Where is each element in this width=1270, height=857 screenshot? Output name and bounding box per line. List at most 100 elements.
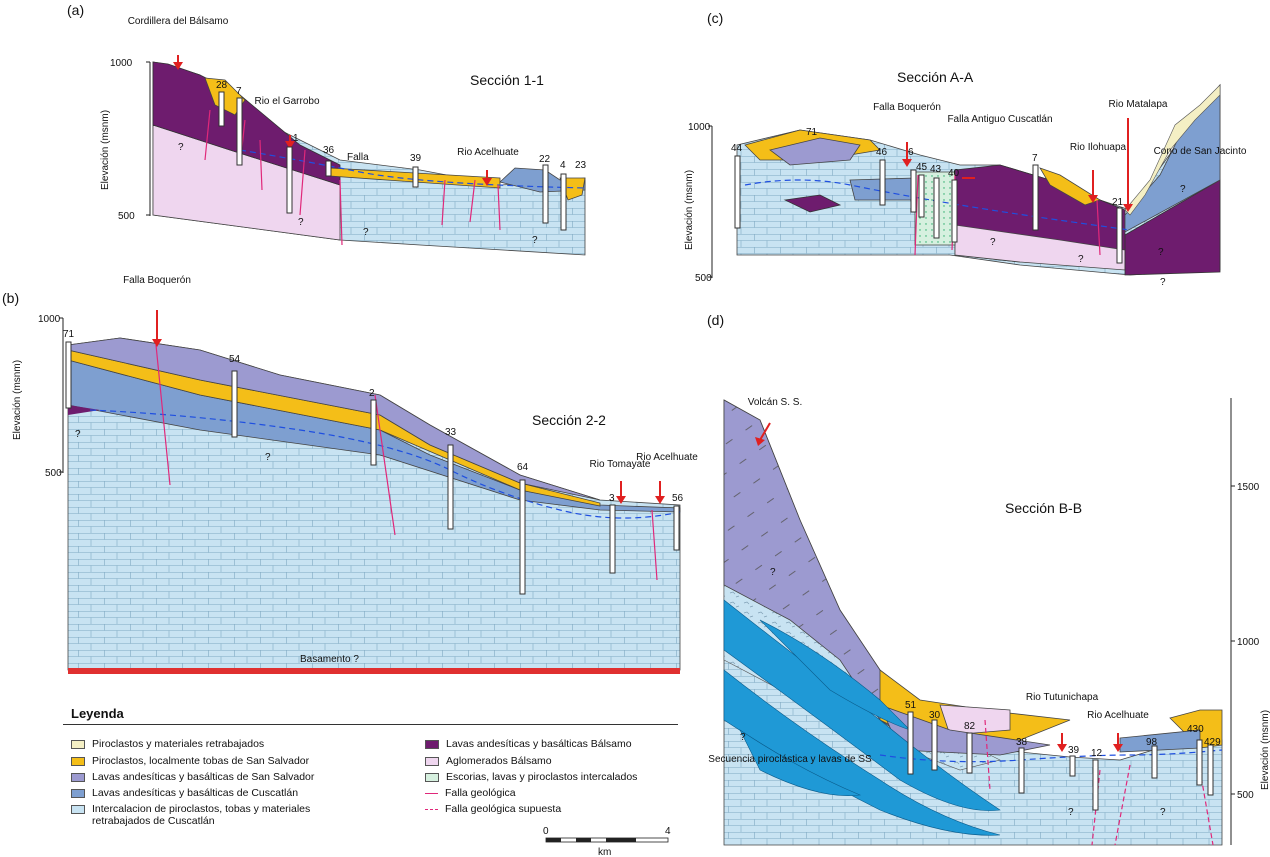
well-c-71: 71	[806, 127, 818, 138]
legend-divider	[63, 724, 678, 725]
legend-label: Escorias, lavas y piroclastos intercalad…	[446, 771, 638, 783]
a-question-4: ?	[532, 235, 538, 246]
well-a-36: 36	[323, 145, 335, 156]
a-tick-500: 500	[118, 211, 135, 222]
legend-item-lavas-cuscatlan: Lavas andesíticas y basálticas de Cuscat…	[71, 787, 298, 799]
well-d-38: 38	[1016, 737, 1028, 748]
c-ilohuapa-label: Rio Ilohuapa	[1070, 142, 1127, 153]
d-question-2: ?	[740, 732, 746, 743]
c-question-4: ?	[1180, 184, 1186, 195]
section-a-a: (c) 1000 500 Elevación (msnm) Sección A-…	[684, 10, 1247, 288]
b-basamento-label: Basamento ?	[300, 654, 359, 665]
d-question-3: ?	[1068, 807, 1074, 818]
legend-label: Lavas andesíticas y basálticas de Cuscat…	[92, 787, 299, 799]
scale-zero: 0	[543, 826, 549, 837]
well-d-430: 430	[1187, 724, 1204, 735]
legend-item-piroclastos-tobas: Piroclastos, localmente tobas de San Sal…	[71, 755, 309, 767]
well-c-46: 46	[876, 147, 888, 158]
c-question-5: ?	[1158, 247, 1164, 258]
legend-label: Intercalacion de piroclastos, tobas y ma…	[92, 803, 311, 827]
well-b-33: 33	[445, 427, 457, 438]
d-question-1: ?	[770, 567, 776, 578]
well-d-39: 39	[1068, 745, 1080, 756]
d-tutunichapa-label: Rio Tutunichapa	[1026, 692, 1099, 703]
a-falla-label: Falla	[347, 152, 369, 163]
well-b-3: 3	[609, 493, 615, 504]
b-question-2: ?	[265, 452, 271, 463]
legend-title: Leyenda	[71, 706, 124, 721]
a-question-3: ?	[363, 227, 369, 238]
section-2-2: (b) 1000 500 Elevación (msnm) Falla Boqu…	[2, 275, 698, 674]
well-b-54: 54	[229, 354, 241, 365]
legend-label: Piroclastos, localmente tobas de San Sal…	[92, 755, 310, 767]
b-title: Sección 2-2	[532, 412, 606, 428]
b-tomayate-label: Rio Tomayate	[590, 459, 651, 470]
c-title: Sección A-A	[897, 69, 974, 85]
legend-item-falla-supuesta: Falla geológica supuesta	[425, 803, 561, 815]
legend-item-intercalacion: Intercalacion de piroclastos, tobas y ma…	[71, 803, 371, 827]
a-garrobo-label: Rio el Garrobo	[254, 96, 319, 107]
a-yaxis: Elevación (msnm)	[100, 110, 111, 190]
well-b-64: 64	[517, 462, 529, 473]
b-yaxis: Elevación (msnm)	[12, 360, 23, 440]
b-tick-1000: 1000	[38, 314, 61, 325]
well-c-7: 7	[1032, 153, 1038, 164]
legend-item-escorias: Escorias, lavas y piroclastos intercalad…	[425, 771, 637, 783]
c-antiguo-label: Falla Antiguo Cuscatlán	[947, 114, 1052, 125]
well-d-51: 51	[905, 700, 917, 711]
d-yaxis: Elevación (msnm)	[1260, 710, 1270, 790]
legend-item-lavas-balsamo: Lavas andesíticas y basálticas Bálsamo	[425, 738, 632, 750]
well-c-44: 44	[731, 143, 743, 154]
scale-bar: 0 4 km	[543, 826, 671, 857]
well-d-82: 82	[964, 721, 976, 732]
well-a-1: 1	[293, 133, 299, 144]
d-tick-1500: 1500	[1237, 482, 1260, 493]
legend-label: Piroclastos y materiales retrabajados	[92, 738, 265, 750]
panel-a-tag: (a)	[67, 2, 84, 18]
legend-item-aglomerados: Aglomerados Bálsamo	[425, 755, 552, 767]
well-a-23: 23	[575, 160, 587, 171]
d-tick-1000: 1000	[1237, 637, 1260, 648]
legend-item-lavas-ss: Lavas andesíticas y basálticas de San Sa…	[71, 771, 314, 783]
legend-label: Lavas andesíticas y basálticas Bálsamo	[446, 738, 632, 750]
d-wells: 51 30 82 38 39 12 98 430 429	[905, 700, 1221, 811]
well-b-56: 56	[672, 493, 684, 504]
scale-unit: km	[598, 847, 611, 857]
well-a-39: 39	[410, 153, 422, 164]
c-boqueron-label: Falla Boquerón	[873, 102, 941, 113]
b-acelhuate-label: Rio Acelhuate	[636, 452, 698, 463]
scale-four: 4	[665, 826, 671, 837]
well-c-45: 45	[916, 162, 928, 173]
b-falla-label: Falla Boquerón	[123, 275, 191, 286]
well-a-4: 4	[560, 160, 566, 171]
legend-label: Falla geológica supuesta	[445, 803, 562, 815]
a-acelhuate-label: Rio Acelhuate	[457, 147, 519, 158]
c-wells: 44 71 46 6 45 43 40 7 21	[731, 127, 1124, 264]
well-c-40: 40	[948, 168, 960, 179]
a-wells: 28 7 1 36 39 22 4 23	[216, 80, 587, 231]
a-title: Sección 1-1	[470, 72, 544, 88]
c-matalapa-label: Rio Matalapa	[1109, 99, 1168, 110]
d-secuencia-label: Secuencia piroclástica y lavas de SS	[708, 754, 872, 765]
section-b-b: (d) 1500 1000 500 Elevación (msnm) Volcá…	[707, 312, 1270, 846]
a-tick-1000: 1000	[110, 58, 133, 69]
section-1-1: (a) 1000 500 Elevación (msnm) Cordillera…	[67, 2, 587, 256]
well-b-2: 2	[369, 388, 375, 399]
c-question-3: ?	[1160, 277, 1166, 288]
a-question-1: ?	[178, 142, 184, 153]
well-d-12: 12	[1091, 748, 1103, 759]
well-d-30: 30	[929, 710, 941, 721]
b-question-1: ?	[75, 429, 81, 440]
legend-label: Falla geológica	[445, 787, 516, 799]
legend: Leyenda Piroclastos y materiales retraba…	[63, 702, 678, 832]
well-c-6: 6	[908, 147, 914, 158]
legend-item-falla: Falla geológica	[425, 787, 516, 799]
d-volcan-label: Volcán S. S.	[748, 397, 802, 408]
well-c-43: 43	[930, 164, 942, 175]
b-tick-500: 500	[45, 468, 62, 479]
c-tick-500: 500	[695, 273, 712, 284]
a-cordillera-label: Cordillera del Bálsamo	[128, 16, 229, 27]
panel-b-tag: (b)	[2, 290, 19, 306]
well-d-98: 98	[1146, 737, 1158, 748]
